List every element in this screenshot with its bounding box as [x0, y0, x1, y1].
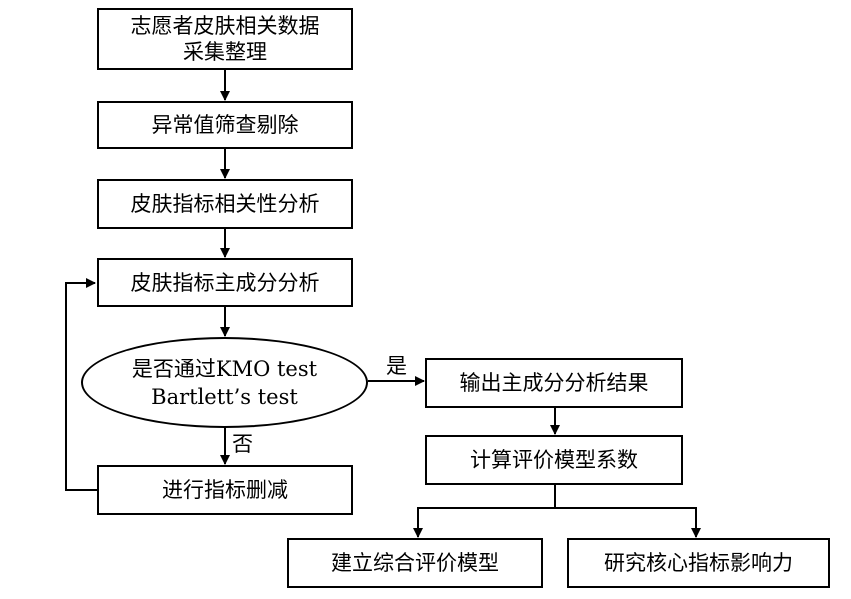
loop-reduce-to-step4 [65, 278, 97, 491]
step-outlier-removal: 异常值筛查剔除 [97, 101, 353, 149]
step-pca-label: 皮肤指标主成分分析 [130, 270, 320, 295]
step-outlier-removal-label: 异常值筛查剔除 [151, 113, 299, 137]
decision-kmo-bartlett: 是否通过KMO test Bartlett’s test [81, 337, 368, 428]
step-data-collection-line1: 志愿者皮肤相关数据 [130, 14, 320, 38]
yes-label: 是 [386, 354, 407, 378]
step-core-indicator-influence-label: 研究核心指标影响力 [604, 551, 793, 575]
no-label: 否 [232, 432, 253, 456]
step-output-pca-results-label: 输出主成分分析结果 [459, 371, 649, 395]
decision-line1: 是否通过KMO test [131, 356, 318, 381]
step-correlation-analysis-label: 皮肤指标相关性分析 [130, 192, 320, 216]
step-compute-coefficients: 计算评价模型系数 [425, 435, 683, 485]
step-data-collection: 志愿者皮肤相关数据 采集整理 [97, 8, 353, 70]
step-data-collection-line2: 采集整理 [183, 40, 267, 64]
connector-coef-split [413, 485, 556, 538]
step-indicator-reduction-label: 进行指标删减 [162, 478, 288, 502]
decision-line2: Bartlett’s test [151, 384, 298, 409]
step-core-indicator-influence: 研究核心指标影响力 [567, 538, 830, 588]
connector-coef-split-right [555, 507, 701, 538]
step-output-pca-results: 输出主成分分析结果 [425, 358, 683, 408]
step-indicator-reduction: 进行指标删减 [97, 465, 353, 515]
step-compute-coefficients-label: 计算评价模型系数 [470, 448, 638, 472]
step-pca: 皮肤指标主成分分析 [97, 258, 353, 307]
step-build-model-label: 建立综合评价模型 [331, 551, 499, 575]
step-correlation-analysis: 皮肤指标相关性分析 [97, 179, 353, 229]
step-build-model: 建立综合评价模型 [287, 538, 543, 588]
